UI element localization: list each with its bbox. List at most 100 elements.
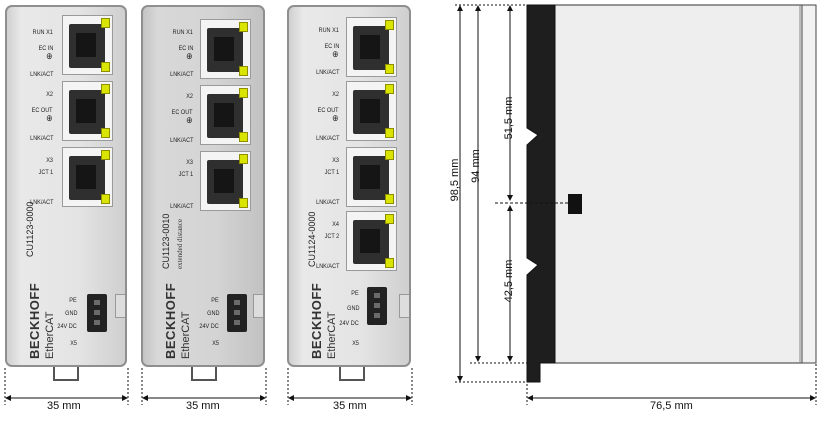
upper-offset-label: 51,5 mm <box>503 96 515 140</box>
run-led-icon <box>385 214 394 224</box>
ethercat-port-icon: ⊕ <box>186 51 193 61</box>
link-led-icon <box>239 66 248 76</box>
ethercat-port-icon: ⊕ <box>46 113 53 123</box>
connector-label: GND <box>206 310 219 317</box>
din-rail-clip[interactable] <box>339 367 365 381</box>
run-led-icon <box>101 84 110 94</box>
port-bottom-label: LNK/ACT <box>315 263 339 270</box>
link-led-icon <box>239 132 248 142</box>
connector-label: X5 <box>212 340 219 347</box>
side-notch <box>253 294 263 318</box>
run-led-icon <box>239 88 248 98</box>
port-bottom-label: LNK/ACT <box>29 135 53 142</box>
port-top-label: RUN X1 <box>32 29 53 36</box>
ethernet-port-x3[interactable] <box>62 147 113 207</box>
ethercat-port-icon: ⊕ <box>186 115 193 125</box>
rj45-jack-icon <box>69 90 105 134</box>
port-top-label: X4 <box>332 221 339 228</box>
port-bottom-label: LNK/ACT <box>169 71 193 78</box>
port-top-label: X2 <box>46 91 53 98</box>
ethernet-port-x1[interactable] <box>200 19 251 79</box>
width-dimension-label: 35 mm <box>47 400 81 412</box>
port-bottom-label: LNK/ACT <box>315 135 339 142</box>
rj45-jack-icon <box>353 90 389 134</box>
port-bottom-label: LNK/ACT <box>169 137 193 144</box>
ethernet-port-x1[interactable] <box>62 15 113 75</box>
ethernet-port-x1[interactable] <box>346 17 397 77</box>
run-led-icon <box>239 22 248 32</box>
width-dimension-label: 35 mm <box>186 400 220 412</box>
port-bottom-label: LNK/ACT <box>29 71 53 78</box>
width-dimension-label: 35 mm <box>333 400 367 412</box>
connector-label: PE <box>351 290 359 297</box>
rj45-jack-icon <box>353 220 389 264</box>
link-led-icon <box>385 194 394 204</box>
port-top-label: X3 <box>186 159 193 166</box>
run-led-icon <box>385 150 394 160</box>
port-icon-label: EC OUT <box>172 109 193 116</box>
connector-label: X5 <box>70 340 77 347</box>
link-led-icon <box>239 198 248 208</box>
ethernet-port-x4[interactable] <box>346 211 397 271</box>
rj45-jack-icon <box>207 94 243 138</box>
port-icon-label: EC IN <box>178 45 193 52</box>
rj45-jack-icon <box>69 156 105 200</box>
link-led-icon <box>101 194 110 204</box>
port-top-label: X2 <box>186 93 193 100</box>
port-bottom-label: LNK/ACT <box>315 69 339 76</box>
connector-label: PE <box>69 297 77 304</box>
port-icon-label: JCT 1 <box>178 171 193 178</box>
port-icon-label: EC OUT <box>32 107 53 114</box>
rj45-jack-icon <box>207 28 243 72</box>
side-notch <box>399 294 409 318</box>
ethernet-port-x2[interactable] <box>346 81 397 141</box>
module-cu1124-0000: RUN X1 EC IN ⊕ LNK/ACT X2 EC OUT ⊕ LNK/A… <box>287 5 411 367</box>
rj45-jack-icon <box>69 24 105 68</box>
rj45-jack-icon <box>353 156 389 200</box>
port-top-label: RUN X1 <box>318 27 339 34</box>
power-connector[interactable] <box>367 287 387 325</box>
rj45-jack-icon <box>207 160 243 204</box>
connector-label: X5 <box>352 340 359 347</box>
link-led-icon <box>385 64 394 74</box>
connector-label: GND <box>346 305 359 312</box>
connector-label: PE <box>211 297 219 304</box>
ethernet-port-x3[interactable] <box>346 147 397 207</box>
link-led-icon <box>101 62 110 72</box>
ethernet-port-x2[interactable] <box>62 81 113 141</box>
connector-label: 24V DC <box>339 320 359 327</box>
port-icon-label: EC IN <box>324 43 339 50</box>
port-bottom-label: LNK/ACT <box>169 203 193 210</box>
port-icon-label: EC OUT <box>318 107 339 114</box>
link-led-icon <box>385 128 394 138</box>
port-icon-label: JCT 1 <box>38 169 53 176</box>
run-led-icon <box>239 154 248 164</box>
run-led-icon <box>385 84 394 94</box>
port-icon-label: JCT 2 <box>324 233 339 240</box>
rj45-jack-icon <box>353 26 389 70</box>
module-cu1123-0000: RUN X1 EC IN ⊕ LNK/ACT X2 EC OUT ⊕ LNK/A… <box>5 5 127 367</box>
total-height-label: 98,5 mm <box>449 158 461 202</box>
run-led-icon <box>101 150 110 160</box>
din-rail-clip[interactable] <box>191 367 217 381</box>
din-rail-clip[interactable] <box>53 367 79 381</box>
ethercat-port-icon: ⊕ <box>332 49 339 59</box>
port-top-label: X2 <box>332 91 339 98</box>
port-bottom-label: LNK/ACT <box>29 199 53 206</box>
depth-dimension-label: 76,5 mm <box>650 400 693 412</box>
port-bottom-label: LNK/ACT <box>315 199 339 206</box>
side-notch <box>115 294 125 318</box>
connector-label: 24V DC <box>199 323 219 330</box>
power-connector[interactable] <box>227 294 247 332</box>
port-top-label: X3 <box>46 157 53 164</box>
ethernet-port-x3[interactable] <box>200 151 251 211</box>
ethernet-port-x2[interactable] <box>200 85 251 145</box>
link-led-icon <box>101 128 110 138</box>
connector-label: GND <box>64 310 77 317</box>
ethercat-port-icon: ⊕ <box>46 51 53 61</box>
link-led-icon <box>385 258 394 268</box>
power-connector[interactable] <box>87 294 107 332</box>
port-icon-label: EC IN <box>38 45 53 52</box>
run-led-icon <box>101 18 110 28</box>
